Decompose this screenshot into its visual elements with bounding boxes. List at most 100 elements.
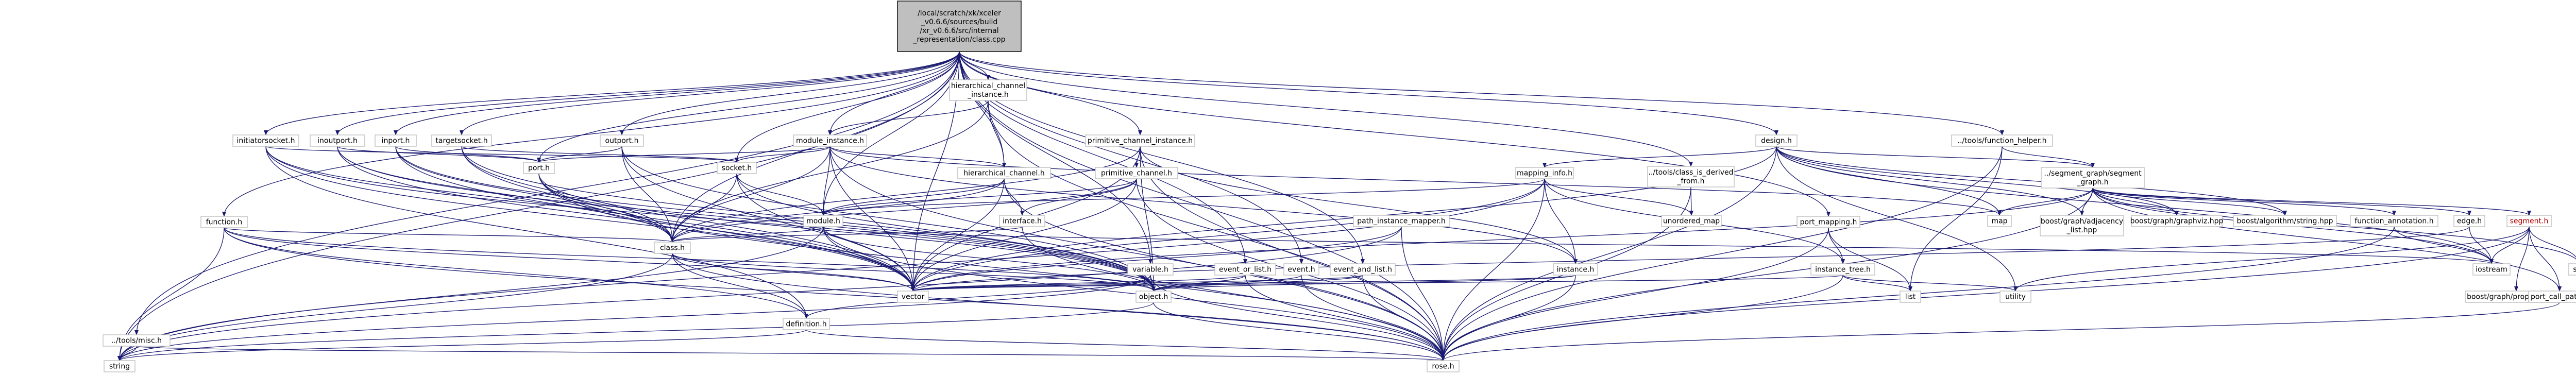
node-vector[interactable]: vector <box>897 291 929 303</box>
node-box <box>2472 263 2511 276</box>
node-initiator[interactable]: initiatorsocket.h <box>232 134 299 147</box>
node-box <box>654 242 691 254</box>
node-targetsocket[interactable]: targetsocket.h <box>431 134 492 147</box>
node-module[interactable]: module.h <box>803 215 843 227</box>
node-box <box>1661 215 1722 227</box>
node-port-mapping[interactable]: port_mapping.h <box>1797 216 1860 228</box>
node-label: primitive_channel.h <box>1101 169 1172 178</box>
node-box <box>1136 291 1172 303</box>
node-is-derived[interactable]: ../tools/class_is_derived_from.h <box>1647 166 1735 187</box>
edge-initiator-to-definition <box>265 146 808 319</box>
node-label: /xr_v0.6.6/src/internal <box>920 27 998 35</box>
edge-event_and_list-to-vector <box>911 275 1363 292</box>
node-event[interactable]: event.h <box>1283 263 1319 276</box>
edge-root-to-inoutport <box>335 51 960 135</box>
node-box <box>1755 134 1798 147</box>
node-list[interactable]: list <box>1900 291 1921 303</box>
node-map[interactable]: map <box>1987 215 2012 227</box>
node-layer: /local/scratch/xk/xceler_v0.6.6/sources/… <box>103 1 2576 372</box>
node-box <box>104 360 135 372</box>
node-func-helper[interactable]: ../tools/function_helper.h <box>1951 134 2053 147</box>
edge-object-to-string <box>117 302 1154 361</box>
node-port-call-path[interactable]: port_call_path.h <box>2528 291 2576 303</box>
node-string[interactable]: string <box>104 360 135 372</box>
node-rose[interactable]: rose.h <box>1427 360 1460 372</box>
node-segment[interactable]: segment.h <box>2506 215 2552 227</box>
node-box <box>803 215 843 227</box>
node-instance-tree[interactable]: instance_tree.h <box>1810 263 1875 276</box>
node-box <box>232 134 299 147</box>
edge-port-to-rose <box>538 173 1445 361</box>
node-box <box>1797 216 1860 228</box>
node-iostream[interactable]: iostream <box>2472 263 2511 276</box>
node-hier-inst[interactable]: hierarchical_channel_instance.h <box>949 79 1027 101</box>
node-port[interactable]: port.h <box>523 162 555 174</box>
node-function[interactable]: function.h <box>200 216 248 228</box>
node-outport[interactable]: outport.h <box>600 134 644 147</box>
node-inport[interactable]: inport.h <box>375 134 417 147</box>
edge-prim_inst-to-rose <box>1140 146 1445 361</box>
edge-path_mapper-to-rose <box>1401 226 1445 361</box>
node-segment-graph[interactable]: ../segment_graph/segment_graph.h <box>2041 167 2145 189</box>
edge-inoutport-to-port <box>337 146 541 163</box>
node-event-and-list[interactable]: event_and_list.h <box>1330 263 1396 276</box>
edge-root-to-function <box>222 51 960 217</box>
edge-func_annot-to-iostream <box>2394 226 2494 264</box>
node-box <box>1900 291 1921 303</box>
edge-path_mapper-to-string <box>117 226 1402 361</box>
node-func-annot[interactable]: function_annotation.h <box>2350 215 2438 227</box>
edge-class_h-to-string <box>117 253 673 361</box>
node-inoutport[interactable]: inoutport.h <box>310 134 365 147</box>
node-instance[interactable]: instance.h <box>1553 263 1598 276</box>
node-label: mapping_info.h <box>1517 169 1572 178</box>
node-adjacency[interactable]: boost/graph/adjacency_list.hpp <box>2040 215 2124 236</box>
edge-func_helper-to-segment_graph <box>2002 146 2095 168</box>
node-hier-channel[interactable]: hierarchical_channel.h <box>957 167 1051 179</box>
node-label: event_and_list.h <box>1333 266 1392 274</box>
edge-outport-to-port <box>537 146 622 163</box>
node-prim-channel[interactable]: primitive_channel.h <box>1095 167 1178 179</box>
node-variable[interactable]: variable.h <box>1127 263 1174 276</box>
node-event-or-list[interactable]: event_or_list.h <box>1214 263 1276 276</box>
edge-design-to-rose <box>1441 146 1777 361</box>
node-set[interactable]: set <box>2568 263 2576 276</box>
node-label: port_call_path.h <box>2531 293 2576 301</box>
node-socket[interactable]: socket.h <box>717 162 757 174</box>
node-label: vector <box>902 293 925 301</box>
node-interface[interactable]: interface.h <box>999 215 1045 227</box>
node-misc[interactable]: ../tools/misc.h <box>103 334 171 347</box>
node-mapping-info[interactable]: mapping_info.h <box>1515 167 1574 179</box>
edge-event_or_list-to-vector <box>911 275 1246 292</box>
edge-mapping_info-to-vector <box>911 178 1545 292</box>
node-graphviz[interactable]: boost/graph/graphviz.hpp <box>2130 215 2224 227</box>
node-prim-inst[interactable]: primitive_channel_instance.h <box>1085 134 1195 147</box>
node-module-instance[interactable]: module_instance.h <box>793 134 867 147</box>
edge-mapping_info-to-rose <box>1441 178 1545 361</box>
node-label: segment.h <box>2510 217 2549 226</box>
node-label: function.h <box>206 218 243 227</box>
node-label: function_annotation.h <box>2354 217 2433 226</box>
node-object[interactable]: object.h <box>1136 291 1172 303</box>
edge-module_instance-to-instance <box>829 146 1578 264</box>
edge-hier_inst-to-hier_channel <box>988 100 1006 168</box>
node-design[interactable]: design.h <box>1755 134 1798 147</box>
node-label: _list.hpp <box>2066 226 2097 234</box>
node-label: targetsocket.h <box>435 137 487 145</box>
node-label: port_mapping.h <box>1800 218 1857 227</box>
node-unordered-map[interactable]: unordered_map <box>1661 215 1722 227</box>
node-utility[interactable]: utility <box>1999 291 2031 303</box>
edge-outport-to-object <box>621 146 1156 292</box>
node-box <box>375 134 417 147</box>
node-path-mapper[interactable]: path_instance_mapper.h <box>1353 215 1450 227</box>
node-algo-string[interactable]: boost/algorithm/string.hpp <box>2233 215 2337 227</box>
edge-event_and_list-to-rose <box>1362 275 1445 361</box>
node-edge[interactable]: edge.h <box>2453 215 2485 227</box>
node-box <box>949 79 1027 101</box>
node-class-h[interactable]: class.h <box>654 242 691 254</box>
node-label: instance_tree.h <box>1815 266 1871 274</box>
edge-module_instance-to-rose <box>829 146 1445 361</box>
edge-root-to-design <box>959 51 1778 135</box>
edge-module_instance-to-vector <box>829 146 915 292</box>
node-definition[interactable]: definition.h <box>783 318 830 330</box>
edge-segment_graph-to-port_call_path <box>2092 187 2562 292</box>
